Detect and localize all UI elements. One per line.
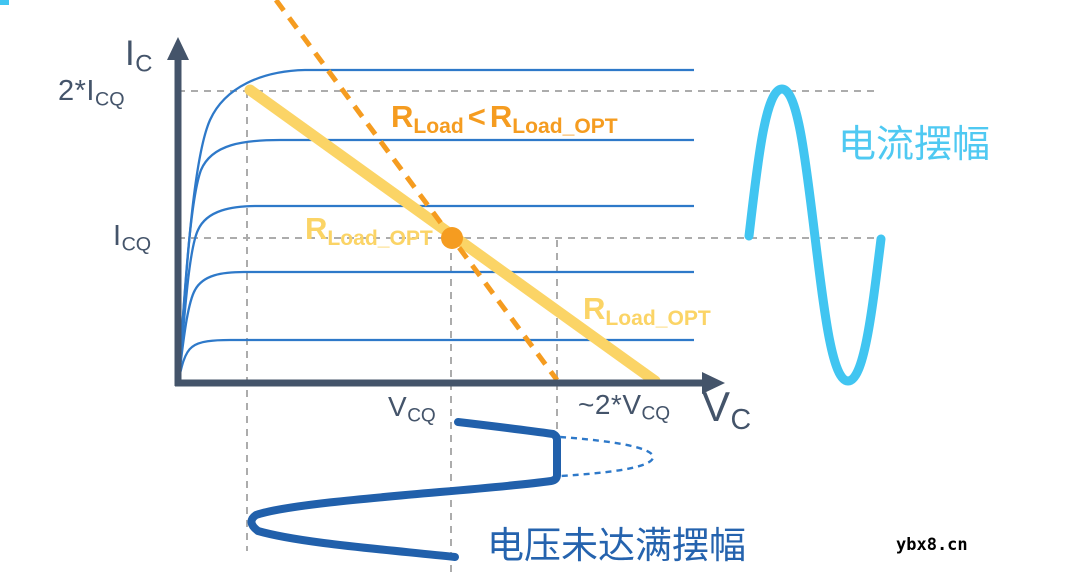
q-point-dot (441, 227, 463, 249)
rload-opt-at-q-label: RLoad_OPT (305, 211, 433, 250)
y-axis-label: IC (125, 34, 153, 78)
x-axis-label: VC (702, 383, 752, 436)
current-swing-sine (744, 84, 886, 386)
guide-lines (178, 90, 879, 578)
x-tick-2vcq: ~2*VCQ (578, 389, 671, 425)
transistor-curve-2 (176, 138, 694, 384)
y-tick-2icq: 2*ICQ (58, 75, 125, 111)
transistor-curve-4 (176, 270, 694, 384)
corner-mark-icon (0, 0, 9, 5)
voltage-full-swing-ghost (559, 435, 655, 478)
rload-opt-line-label: RLoad_OPT (583, 291, 711, 330)
axes (174, 56, 706, 387)
y-tick-icq: ICQ (113, 220, 152, 256)
x-axis-arrow-icon (702, 372, 725, 394)
y-axis-arrow-icon (167, 37, 189, 60)
transistor-curves (176, 68, 694, 384)
watermark: ybx8.cn (896, 535, 968, 555)
load-line-small-rload (273, 0, 560, 382)
current-swing-caption: 电流摆幅 (838, 124, 991, 166)
voltage-swing-caption: 电压未达满摆幅 (487, 525, 746, 566)
transistor-curve-5 (176, 338, 694, 384)
x-tick-vcq: VCQ (388, 391, 436, 427)
rload-less-label: RLoad<RLoad_OPT (391, 99, 618, 138)
voltage-swing-wave (247, 418, 561, 561)
